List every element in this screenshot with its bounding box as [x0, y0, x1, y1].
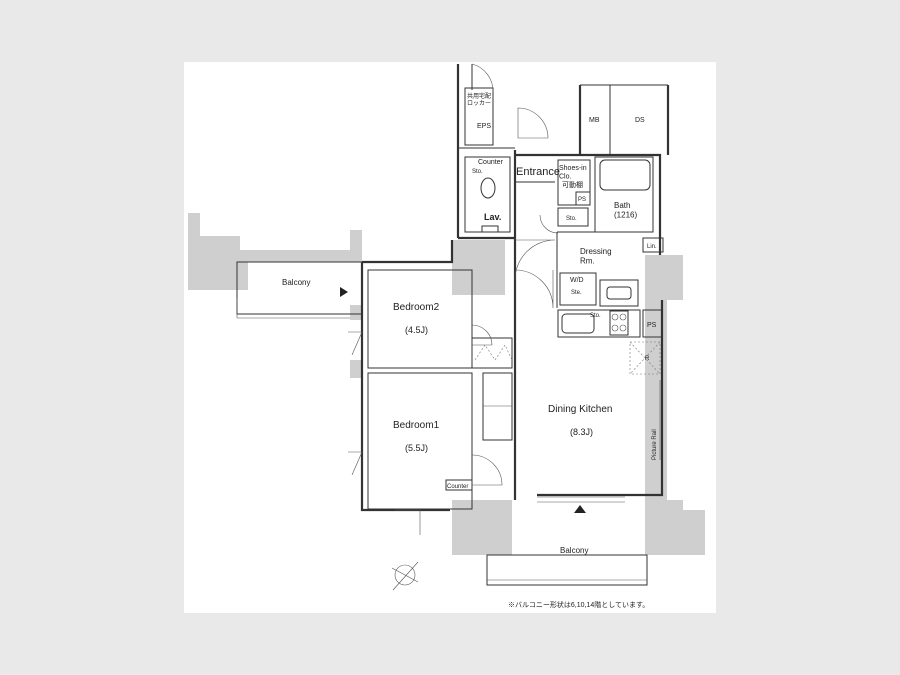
room-labels: 共用宅配ロッカー EPS MB DS Counter Sto. Lav. Ent… [282, 92, 658, 609]
door-swings [348, 63, 559, 535]
label-dk-size: (8.3J) [570, 427, 593, 437]
label-sto-lav: Sto. [472, 169, 483, 175]
label-counter-lav: Counter [478, 159, 504, 166]
label-counter-bed: Counter [447, 484, 468, 490]
label-dining-kitchen: Dining Kitchen [548, 404, 612, 415]
label-mb: MB [589, 117, 600, 124]
label-ds: DS [635, 117, 645, 124]
label-bedroom1-size: (5.5J) [405, 443, 428, 453]
label-bath: Bath(1216) [614, 201, 637, 220]
structure-walls [188, 213, 705, 555]
label-wd: W/D [570, 277, 584, 284]
label-lav: Lav. [484, 212, 501, 222]
label-lin: Lin. [647, 244, 657, 250]
label-entrance: Entrance [516, 166, 560, 178]
label-sto-entry: Sto. [566, 216, 577, 222]
label-eps: EPS [477, 123, 491, 130]
label-picture-rail: Picture Rail [652, 429, 658, 460]
label-locker-1: 共用宅配ロッカー [467, 92, 491, 107]
label-r: R [645, 356, 650, 362]
label-bedroom1: Bedroom1 [393, 420, 440, 431]
label-balcony-bottom: Balcony [560, 546, 588, 555]
label-sto-kitchen: Sto. [590, 313, 601, 319]
wall-outlines [360, 64, 670, 512]
north-arrow-icon [391, 561, 419, 591]
label-ps-kitchen: PS [647, 322, 657, 329]
label-ste: Ste. [571, 290, 582, 296]
label-bedroom2: Bedroom2 [393, 302, 440, 313]
label-balcony-left: Balcony [282, 278, 310, 287]
label-movable-shelf: 可動棚 [562, 180, 583, 189]
label-ps-top: PS [578, 197, 586, 203]
label-bedroom2-size: (4.5J) [405, 325, 428, 335]
label-note: ※バルコニー形状は6,10,14階としています。 [508, 600, 649, 609]
